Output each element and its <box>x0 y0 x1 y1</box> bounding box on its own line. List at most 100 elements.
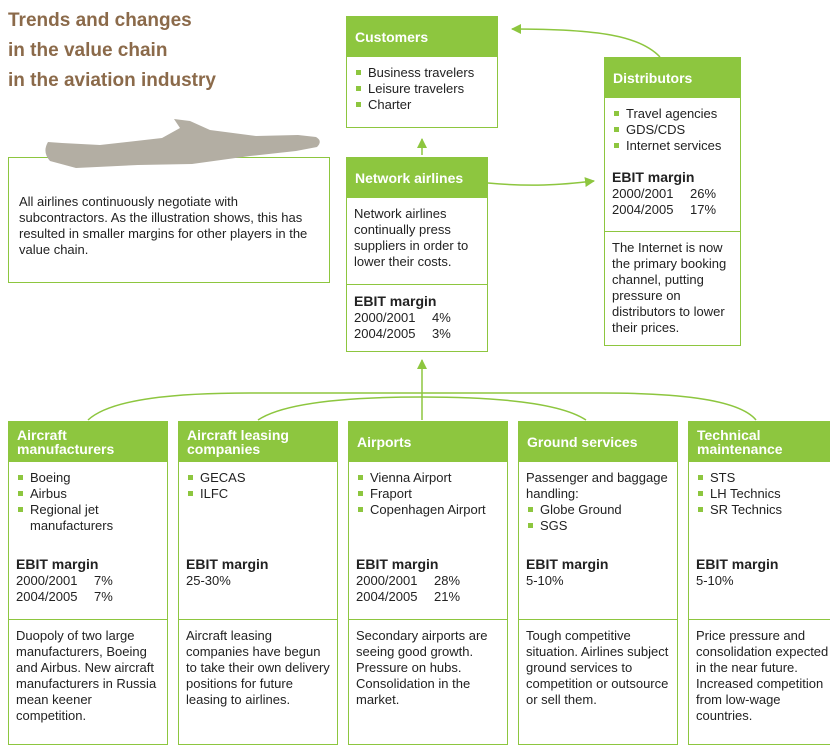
title-line-3: in the aviation industry <box>8 70 216 91</box>
arrow-network-to-distributors <box>487 177 595 188</box>
header-line-1: Aircraft leasing <box>187 427 289 443</box>
ebit-row: 2000/2001 26% <box>612 186 733 202</box>
ebit-value: 28% <box>434 573 461 588</box>
technical-maintenance-list-section: STS LH Technics SR Technics <box>689 462 830 550</box>
ebit-value: 26% <box>690 186 717 201</box>
ground-services-box: Ground services Passenger and baggage ha… <box>518 421 678 745</box>
distributors-header: Distributors <box>605 58 740 98</box>
aircraft-leasing-list: GECAS ILFC <box>186 470 330 502</box>
technical-maintenance-desc: Price pressure and consolidation expecte… <box>689 619 830 730</box>
list-item: Regional jet manufacturers <box>16 502 160 534</box>
ebit-row: 2004/2005 21% <box>356 589 500 605</box>
list-item: LH Technics <box>696 486 823 502</box>
page-title: Trends and changes in the value chain in… <box>8 6 216 96</box>
airports-header: Airports <box>349 422 507 462</box>
airports-box: Airports Vienna Airport Fraport Copenhag… <box>348 421 508 745</box>
list-item: Travel agencies <box>612 106 733 122</box>
aircraft-leasing-list-section: GECAS ILFC <box>179 462 337 550</box>
ebit-value: 21% <box>434 589 461 604</box>
distributors-desc: The Internet is now the primary booking … <box>605 231 740 342</box>
ebit-value: 7% <box>94 573 113 588</box>
header-line-2: companies <box>187 441 261 457</box>
ebit-row: 2000/2001 7% <box>16 573 160 589</box>
airports-list-section: Vienna Airport Fraport Copenhagen Airpor… <box>349 462 507 550</box>
customers-list: Business travelers Leisure travelers Cha… <box>354 65 490 113</box>
ebit-title: EBIT margin <box>612 169 695 185</box>
ebit-period: 2004/2005 <box>612 202 674 217</box>
list-item: Vienna Airport <box>356 470 500 486</box>
list-item: Globe Ground <box>526 502 670 518</box>
list-item: Business travelers <box>354 65 490 81</box>
network-airlines-header: Network airlines <box>347 158 487 198</box>
list-item: ILFC <box>186 486 330 502</box>
technical-maintenance-ebit-section: EBIT margin 5-10% <box>689 550 830 619</box>
title-line-1: Trends and changes <box>8 10 192 31</box>
ebit-value: 25-30% <box>186 573 231 588</box>
ground-services-desc: Tough competitive situation. Airlines su… <box>519 619 677 714</box>
header-line-2: manufacturers <box>17 441 115 457</box>
supplier-arc <box>87 392 757 421</box>
ground-services-ebit-section: EBIT margin 5-10% <box>519 550 677 619</box>
list-item: Fraport <box>356 486 500 502</box>
list-item: Airbus <box>16 486 160 502</box>
airports-list: Vienna Airport Fraport Copenhagen Airpor… <box>356 470 500 518</box>
ground-services-list: Globe Ground SGS <box>526 502 670 534</box>
ebit-period: 2000/2001 <box>16 573 78 588</box>
header-line-2: maintenance <box>697 441 783 457</box>
distributors-ebit-section: EBIT margin 2000/2001 26% 2004/2005 17% <box>605 167 740 231</box>
ebit-title: EBIT margin <box>16 556 99 572</box>
ground-services-header: Ground services <box>519 422 677 462</box>
list-item: SR Technics <box>696 502 823 518</box>
aircraft-leasing-box: Aircraft leasing companies GECAS ILFC EB… <box>178 421 338 745</box>
ebit-period: 2000/2001 <box>612 186 674 201</box>
aircraft-leasing-ebit-section: EBIT margin 25-30% <box>179 550 337 619</box>
network-airlines-desc: Network airlines continually press suppl… <box>354 206 469 269</box>
aircraft-manufacturers-desc: Duopoly of two large manufacturers, Boei… <box>9 619 167 730</box>
ebit-period: 2004/2005 <box>356 589 418 604</box>
list-item: Boeing <box>16 470 160 486</box>
list-item: Charter <box>354 97 490 113</box>
distributors-box: Distributors Travel agencies GDS/CDS Int… <box>604 57 741 346</box>
aircraft-manufacturers-box: Aircraft manufacturers Boeing Airbus Reg… <box>8 421 168 745</box>
ebit-title: EBIT margin <box>526 556 609 572</box>
technical-maintenance-header: Technical maintenance <box>689 422 830 462</box>
ebit-value: 17% <box>690 202 717 217</box>
list-item: SGS <box>526 518 670 534</box>
header-line-1: Technical <box>697 427 761 443</box>
aircraft-leasing-header: Aircraft leasing companies <box>179 422 337 462</box>
ebit-value: 3% <box>432 326 451 341</box>
ebit-value: 4% <box>432 310 451 325</box>
arrow-distributors-to-customers <box>511 24 661 58</box>
customers-box: Customers Business travelers Leisure tra… <box>346 16 498 128</box>
list-item: GECAS <box>186 470 330 486</box>
list-item: STS <box>696 470 823 486</box>
list-item: Internet services <box>612 138 733 154</box>
ebit-title: EBIT margin <box>354 293 437 309</box>
distributors-list-section: Travel agencies GDS/CDS Internet service… <box>605 98 740 167</box>
aircraft-leasing-desc: Aircraft leasing companies have begun to… <box>179 619 337 714</box>
aircraft-manufacturers-ebit-section: EBIT margin 2000/2001 7% 2004/2005 7% <box>9 550 167 619</box>
customers-list-section: Business travelers Leisure travelers Cha… <box>347 57 497 119</box>
customers-header: Customers <box>347 17 497 57</box>
ebit-row: 2000/2001 4% <box>354 310 480 326</box>
ebit-period: 2004/2005 <box>16 589 78 604</box>
network-airlines-box: Network airlines Network airlines contin… <box>346 157 488 352</box>
technical-maintenance-list: STS LH Technics SR Technics <box>696 470 823 518</box>
ebit-title: EBIT margin <box>186 556 269 572</box>
ebit-period: 2000/2001 <box>356 573 418 588</box>
title-line-2: in the value chain <box>8 40 168 61</box>
ebit-value: 5-10% <box>526 573 564 588</box>
aircraft-manufacturers-list-section: Boeing Airbus Regional jet manufacturers <box>9 462 167 550</box>
ebit-title: EBIT margin <box>696 556 779 572</box>
airplane-illustration <box>45 119 320 168</box>
aircraft-manufacturers-header: Aircraft manufacturers <box>9 422 167 462</box>
ebit-value: 7% <box>94 589 113 604</box>
list-item: Leisure travelers <box>354 81 490 97</box>
ebit-row: 2004/2005 7% <box>16 589 160 605</box>
ebit-period: 2000/2001 <box>354 310 416 325</box>
aircraft-manufacturers-list: Boeing Airbus Regional jet manufacturers <box>16 470 160 534</box>
list-item: Copenhagen Airport <box>356 502 500 518</box>
